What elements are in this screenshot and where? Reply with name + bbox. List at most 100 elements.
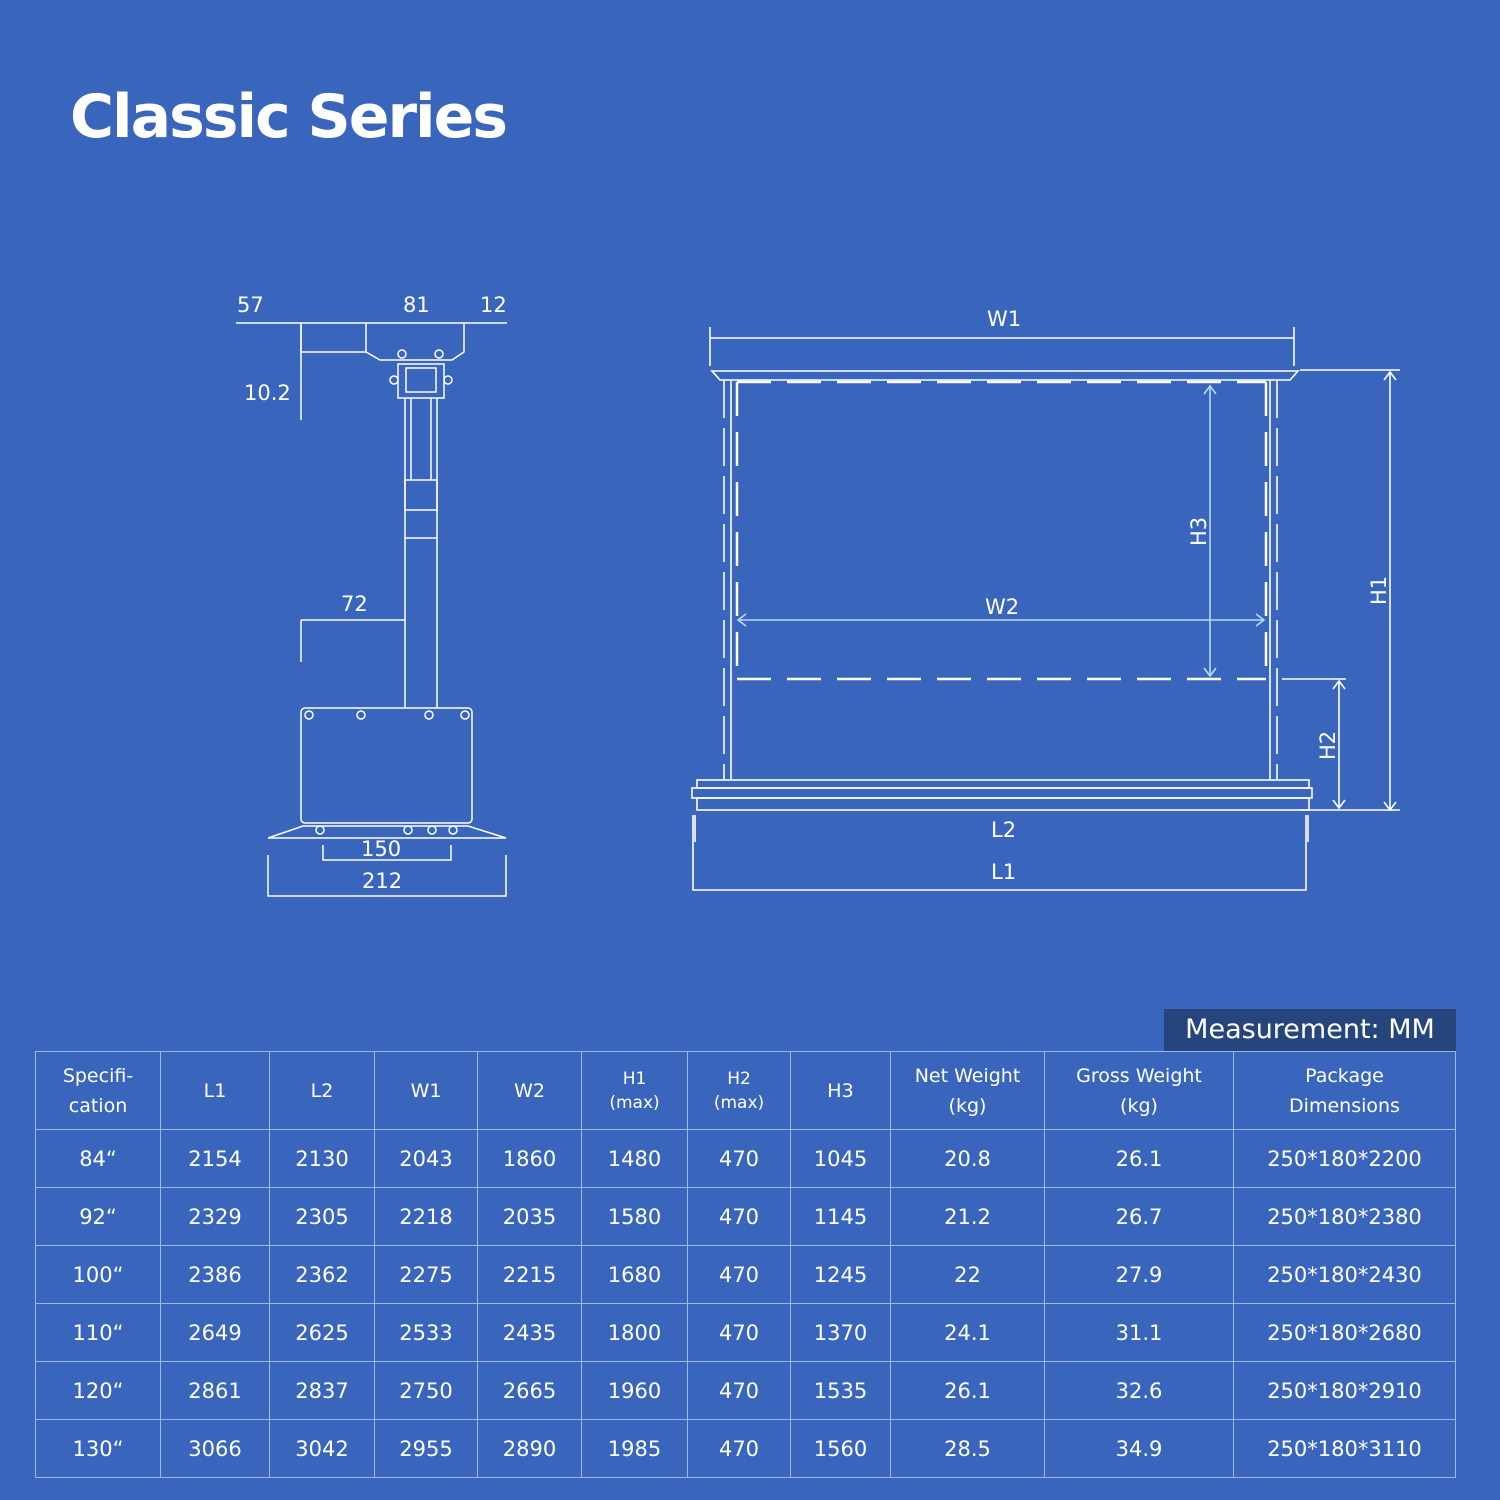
table-row: 120“ 2861 2837 2750 2665 1960 470 1535 2… — [35, 1361, 1456, 1420]
header-l2: L2 — [269, 1051, 375, 1130]
header-h1: H1(max) — [581, 1051, 688, 1130]
table-cell: 2218 — [374, 1187, 478, 1246]
page-title: Classic Series — [70, 82, 508, 152]
dim-212: 212 — [362, 869, 402, 893]
header-gross-weight: Gross Weight(kg) — [1044, 1051, 1234, 1130]
table-cell: 2649 — [160, 1303, 270, 1362]
label-h3: H3 — [1187, 517, 1211, 546]
header-net-weight: Net Weight(kg) — [890, 1051, 1045, 1130]
table-cell: 32.6 — [1044, 1361, 1234, 1420]
table-cell: 130“ — [35, 1419, 161, 1478]
header-w2: W2 — [477, 1051, 582, 1130]
table-cell: 1960 — [581, 1361, 688, 1420]
table-cell: 470 — [687, 1129, 791, 1188]
table-cell: 2665 — [477, 1361, 582, 1420]
table-cell: 1480 — [581, 1129, 688, 1188]
table-cell: 100“ — [35, 1245, 161, 1304]
table-cell: 470 — [687, 1303, 791, 1362]
table-cell: 2362 — [269, 1245, 375, 1304]
table-cell: 28.5 — [890, 1419, 1045, 1478]
table-cell: 21.2 — [890, 1187, 1045, 1246]
table-cell: 470 — [687, 1245, 791, 1304]
table-cell: 2275 — [374, 1245, 478, 1304]
dim-10-2: 10.2 — [244, 381, 291, 405]
table-cell: 1245 — [790, 1245, 891, 1304]
table-cell: 22 — [890, 1245, 1045, 1304]
table-row: 130“ 3066 3042 2955 2890 1985 470 1560 2… — [35, 1419, 1456, 1478]
table-cell: 470 — [687, 1187, 791, 1246]
spec-table: Specifi-cation L1 L2 W1 W2 H1(max) H2(ma… — [35, 1051, 1456, 1478]
table-row: 92“ 2329 2305 2218 2035 1580 470 1145 21… — [35, 1187, 1456, 1246]
dim-57: 57 — [237, 293, 264, 317]
table-cell: 1370 — [790, 1303, 891, 1362]
table-cell: 2043 — [374, 1129, 478, 1188]
label-w1: W1 — [987, 307, 1021, 331]
table-cell: 1145 — [790, 1187, 891, 1246]
table-cell: 1580 — [581, 1187, 688, 1246]
table-cell: 3042 — [269, 1419, 375, 1478]
table-cell: 2435 — [477, 1303, 582, 1362]
table-cell: 3066 — [160, 1419, 270, 1478]
table-cell: 84“ — [35, 1129, 161, 1188]
table-cell: 250*180*2430 — [1233, 1245, 1456, 1304]
table-cell: 250*180*2200 — [1233, 1129, 1456, 1188]
front-view-inner-dims — [736, 384, 1266, 678]
table-cell: 250*180*2910 — [1233, 1361, 1456, 1420]
table-cell: 2955 — [374, 1419, 478, 1478]
table-cell: 2130 — [269, 1129, 375, 1188]
table-cell: 2215 — [477, 1245, 582, 1304]
front-view-arrows — [1332, 370, 1397, 812]
table-cell: 20.8 — [890, 1129, 1045, 1188]
side-view-drawing — [236, 322, 507, 897]
table-cell: 2386 — [160, 1245, 270, 1304]
table-cell: 470 — [687, 1419, 791, 1478]
table-cell: 2890 — [477, 1419, 582, 1478]
table-cell: 26.1 — [1044, 1129, 1234, 1188]
table-cell: 2750 — [374, 1361, 478, 1420]
table-row: 84“ 2154 2130 2043 1860 1480 470 1045 20… — [35, 1129, 1456, 1188]
table-cell: 2305 — [269, 1187, 375, 1246]
table-cell: 2861 — [160, 1361, 270, 1420]
label-l2: L2 — [991, 818, 1016, 842]
table-cell: 250*180*2380 — [1233, 1187, 1456, 1246]
table-cell: 2154 — [160, 1129, 270, 1188]
front-view-drawing — [691, 327, 1400, 891]
table-cell: 120“ — [35, 1361, 161, 1420]
header-w1: W1 — [374, 1051, 478, 1130]
table-cell: 1860 — [477, 1129, 582, 1188]
table-cell: 2035 — [477, 1187, 582, 1246]
header-specification: Specifi-cation — [35, 1051, 161, 1130]
table-cell: 24.1 — [890, 1303, 1045, 1362]
dim-81: 81 — [403, 293, 430, 317]
table-cell: 2625 — [269, 1303, 375, 1362]
table-cell: 1045 — [790, 1129, 891, 1188]
dim-150: 150 — [361, 837, 401, 861]
label-l1: L1 — [991, 860, 1016, 884]
table-header-row: Specifi-cation L1 L2 W1 W2 H1(max) H2(ma… — [35, 1051, 1456, 1130]
table-cell: 250*180*3110 — [1233, 1419, 1456, 1478]
table-cell: 250*180*2680 — [1233, 1303, 1456, 1362]
table-cell: 1560 — [790, 1419, 891, 1478]
table-cell: 1985 — [581, 1419, 688, 1478]
table-cell: 2837 — [269, 1361, 375, 1420]
header-h3: H3 — [790, 1051, 891, 1130]
table-cell: 1800 — [581, 1303, 688, 1362]
label-h2: H2 — [1316, 731, 1340, 760]
table-cell: 34.9 — [1044, 1419, 1234, 1478]
dim-72: 72 — [341, 592, 368, 616]
table-cell: 31.1 — [1044, 1303, 1234, 1362]
table-cell: 1680 — [581, 1245, 688, 1304]
table-cell: 470 — [687, 1361, 791, 1420]
table-row: 100“ 2386 2362 2275 2215 1680 470 1245 2… — [35, 1245, 1456, 1304]
label-h1: H1 — [1367, 576, 1391, 605]
table-cell: 26.7 — [1044, 1187, 1234, 1246]
table-cell: 2533 — [374, 1303, 478, 1362]
table-cell: 110“ — [35, 1303, 161, 1362]
table-cell: 2329 — [160, 1187, 270, 1246]
dim-12: 12 — [480, 293, 507, 317]
front-view-labels: W1 W2 L2 L1 H3 H1 H2 — [985, 307, 1391, 884]
header-l1: L1 — [160, 1051, 270, 1130]
side-view-labels: 57 81 12 10.2 72 150 212 — [237, 293, 507, 893]
table-row: 110“ 2649 2625 2533 2435 1800 470 1370 2… — [35, 1303, 1456, 1362]
